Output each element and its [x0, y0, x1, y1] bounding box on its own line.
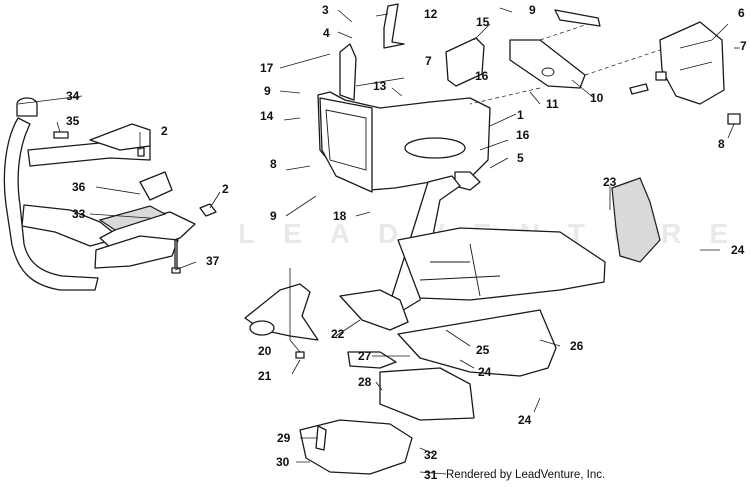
callout-8-right: 8 — [718, 137, 725, 151]
callout-36: 36 — [72, 180, 86, 194]
leader-lines — [17, 7, 740, 475]
callout-18: 18 — [333, 209, 347, 223]
main-frame — [339, 175, 661, 377]
callout-22: 23 — [603, 175, 617, 189]
callout-9-top: 9 — [529, 3, 536, 17]
skid-plates — [299, 351, 475, 475]
callout-10: 10 — [590, 91, 604, 105]
callout-4: 4 — [323, 26, 330, 40]
callout-7-upper: 7 — [425, 54, 432, 68]
right-bracket — [629, 21, 741, 125]
callout-9-left: 9 — [264, 84, 271, 98]
callout-21: 22 — [331, 327, 345, 341]
render-credit: Rendered by LeadVenture, Inc. — [446, 469, 606, 481]
callout-29: 29 — [277, 431, 291, 445]
callout-1: 1 — [517, 108, 524, 122]
callout-13: 13 — [373, 79, 387, 93]
callout-23: 24 — [731, 243, 745, 257]
callout-3: 3 — [322, 3, 329, 17]
callout-15: 15 — [476, 15, 490, 29]
callout-26: 26 — [570, 339, 584, 353]
callout-5: 5 — [517, 151, 524, 165]
callout-12: 12 — [424, 7, 438, 21]
callout-16-upper: 16 — [475, 69, 489, 83]
callout-35: 35 — [66, 114, 80, 128]
callout-9-lower: 9 — [270, 209, 277, 223]
callout-25: 25 — [476, 343, 490, 357]
callout-8-left: 8 — [270, 157, 277, 171]
callout-24-mid: 24 — [478, 365, 492, 379]
callout-37: 37 — [206, 254, 220, 268]
left-bracket — [244, 283, 319, 359]
callout-14: 14 — [260, 109, 274, 123]
callout-34: 34 — [66, 89, 80, 103]
callout-16-right: 16 — [516, 128, 530, 142]
callout-27: 27 — [358, 349, 372, 363]
callout-11: 11 — [546, 97, 559, 111]
callout-7-right: 7 — [740, 39, 747, 53]
callout-2-lower: 2 — [222, 182, 229, 196]
callout-20: 21 — [258, 369, 272, 383]
callout-30: 30 — [276, 455, 290, 469]
callout-24-lower: 24 — [518, 413, 532, 427]
callout-17: 17 — [260, 61, 274, 75]
callout-28: 28 — [358, 375, 372, 389]
callout-33: 33 — [72, 207, 86, 221]
callout-32: 32 — [424, 448, 438, 462]
bumper-fasteners — [53, 131, 217, 274]
callout-19: 20 — [258, 344, 272, 358]
callout-6: 6 — [738, 6, 745, 20]
callout-2-upper: 2 — [161, 124, 168, 138]
front-frame-upper — [317, 3, 661, 193]
front-bumper — [3, 97, 196, 291]
callout-31: 31 — [424, 468, 438, 482]
